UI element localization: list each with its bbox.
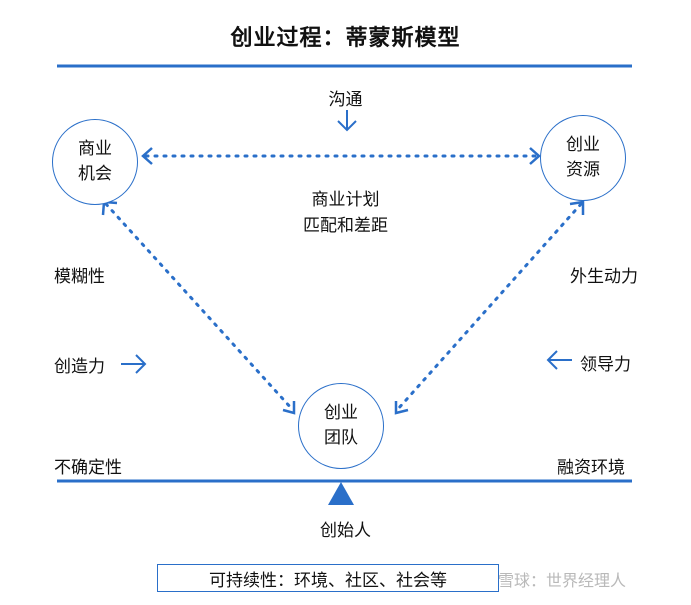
label-business-plan: 商业计划 <box>311 190 380 210</box>
node-resources-line2: 资源 <box>566 160 600 180</box>
label-leadership: 领导力 <box>580 355 631 375</box>
label-exogenous-forces: 外生动力 <box>570 267 638 287</box>
page-title: 创业过程：蒂蒙斯模型 <box>230 26 461 51</box>
left-arrow-icon <box>546 350 572 370</box>
node-business-opportunity: 商业 机会 <box>52 119 138 205</box>
node-team-line2: 团队 <box>324 428 358 448</box>
label-fit-gap: 匹配和差距 <box>303 216 388 236</box>
node-resources-line1: 创业 <box>566 135 600 155</box>
label-uncertainty: 不确定性 <box>54 458 122 478</box>
label-ambiguity: 模糊性 <box>54 267 105 287</box>
right-arrow-icon <box>121 354 147 374</box>
node-opportunity-line2: 机会 <box>78 164 112 184</box>
down-arrow-icon <box>337 110 357 132</box>
arrowhead-resources <box>569 200 585 215</box>
sustainability-text: 可持续性：环境、社区、社会等 <box>209 570 447 591</box>
label-capital-environment: 融资环境 <box>557 458 625 478</box>
label-creativity: 创造力 <box>54 357 105 377</box>
watermark: 雪球：世界经理人 <box>498 571 627 590</box>
sustainability-box: 可持续性：环境、社区、社会等 <box>157 564 499 592</box>
node-startup-resources: 创业 资源 <box>540 115 626 201</box>
label-founder: 创始人 <box>320 521 371 541</box>
node-opportunity-line1: 商业 <box>78 139 112 159</box>
connector-resources-team <box>396 202 583 411</box>
arrowhead-team-left <box>282 401 296 415</box>
node-startup-team: 创业 团队 <box>298 383 384 469</box>
connector-opportunity-team <box>104 202 294 411</box>
label-communication: 沟通 <box>328 90 363 110</box>
node-team-line1: 创业 <box>324 403 358 423</box>
fulcrum-triangle <box>328 482 354 505</box>
arrowhead-left <box>141 147 153 165</box>
arrowhead-right <box>529 147 541 165</box>
arrowhead-team-right <box>394 401 409 415</box>
